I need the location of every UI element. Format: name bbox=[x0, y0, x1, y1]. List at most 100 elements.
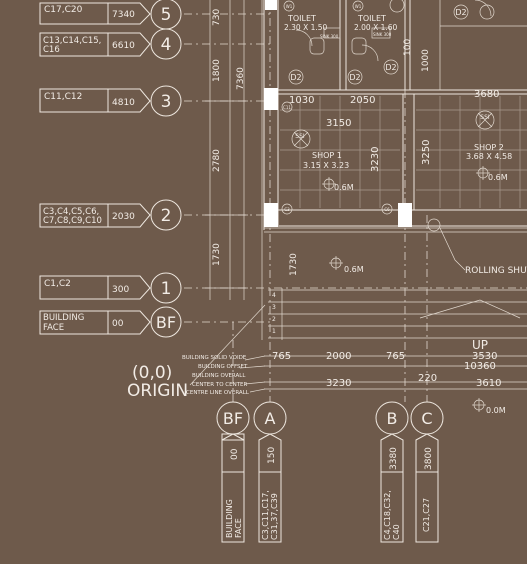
level-marker bbox=[476, 166, 490, 180]
bubble-label: 3 bbox=[161, 92, 172, 112]
bubble-label: 4 bbox=[161, 35, 172, 55]
svg-text:D2: D2 bbox=[290, 73, 301, 82]
dim-text: 3230 bbox=[326, 378, 351, 389]
grid-tag-5: C17,C20 7340 5 bbox=[39, 0, 182, 30]
bubble-label: C bbox=[421, 409, 432, 428]
grid-bubble bbox=[150, 306, 182, 338]
room-size: 2.00 X 1.60 bbox=[354, 23, 398, 32]
origin-leader bbox=[189, 304, 266, 386]
level-label: 0.6M bbox=[488, 173, 508, 182]
svg-text:D2: D2 bbox=[455, 8, 466, 17]
level-marker bbox=[329, 256, 343, 270]
grid-tag-2: C3,C4,C5,C6, 2030 2 bbox=[39, 199, 182, 231]
column-tag: C6 bbox=[381, 203, 393, 215]
sink-label: SINK 300 bbox=[373, 32, 392, 37]
column bbox=[264, 203, 278, 227]
level-label: 0.6M bbox=[334, 183, 354, 192]
origin-coords: (0,0) bbox=[132, 363, 172, 383]
stair-step-number: 4 bbox=[272, 292, 276, 299]
stair bbox=[268, 288, 527, 340]
door-tag: D2 bbox=[383, 59, 399, 75]
door-tag: D2 bbox=[453, 4, 469, 20]
grid-tag-4: C13,C14,C15, 6610 4 bbox=[39, 28, 182, 60]
grid-bubble bbox=[150, 199, 182, 231]
dim-text: 730 bbox=[212, 9, 222, 26]
grid-bubble bbox=[150, 85, 182, 117]
legend-note: BUILDING SOLID VOIDE bbox=[182, 355, 247, 361]
fan-fixture bbox=[475, 110, 495, 130]
fixture-tag: SSI bbox=[295, 133, 305, 140]
grid-tag-3: C11,C12 4810 3 bbox=[39, 85, 182, 117]
offset-label: 3380 bbox=[389, 447, 399, 470]
columns-label-2: FACE bbox=[234, 518, 243, 538]
dim-text: 220 bbox=[418, 373, 437, 384]
dim-text: 1730 bbox=[212, 243, 222, 266]
columns-label: C21,C27 bbox=[422, 498, 431, 532]
legend-leader bbox=[244, 381, 266, 385]
legend-leader bbox=[249, 388, 266, 393]
offset-label: 00 bbox=[112, 319, 124, 329]
column bbox=[398, 203, 412, 227]
window-tag: W1 bbox=[352, 0, 364, 12]
offset-label: 4810 bbox=[112, 98, 135, 108]
columns-label-2: C40 bbox=[392, 524, 401, 540]
dim-text: 3250 bbox=[421, 140, 432, 165]
room-size: 2.30 X 1.50 bbox=[284, 23, 328, 32]
grid-tag-bottom-bf: BF 00 BUILDING FACE bbox=[216, 322, 250, 543]
columns-label: C13,C14,C15, bbox=[43, 36, 101, 46]
offset-label: 00 bbox=[230, 448, 240, 460]
svg-text:D2: D2 bbox=[349, 73, 360, 82]
columns-label: C11,C12 bbox=[44, 92, 82, 102]
column bbox=[264, 88, 278, 110]
dim-text: 3680 bbox=[474, 89, 499, 100]
bubble-label: 5 bbox=[161, 5, 172, 25]
column-tag: C11 bbox=[281, 101, 293, 113]
dim-text: 3150 bbox=[326, 118, 351, 129]
bubble-label: A bbox=[265, 409, 276, 428]
wc-fixture bbox=[309, 37, 325, 55]
offset-label: 6610 bbox=[112, 41, 135, 51]
shutter-hinge bbox=[427, 218, 441, 232]
door-swing bbox=[295, 29, 313, 47]
svg-text:C3: C3 bbox=[284, 207, 290, 212]
columns-label: C17,C20 bbox=[44, 5, 83, 15]
offset-label: 150 bbox=[267, 447, 277, 464]
dim-text: 3610 bbox=[476, 378, 501, 389]
sink-label: SINK 300 bbox=[320, 34, 339, 39]
window-tag: W1 bbox=[283, 0, 295, 12]
fan-fixture bbox=[291, 129, 311, 149]
dim-text: 3230 bbox=[370, 147, 381, 172]
columns-label-2: C7,C8,C9,C10 bbox=[43, 216, 102, 226]
door-swing bbox=[361, 44, 379, 62]
columns-label: C3,C4,C5,C6, bbox=[43, 207, 99, 217]
room-name: SHOP 2 bbox=[474, 143, 504, 152]
columns-label: BUILDING bbox=[43, 313, 84, 323]
room-size: 3.68 X 4.58 bbox=[466, 152, 512, 161]
offset-label: 300 bbox=[112, 285, 129, 295]
door-swing bbox=[474, 0, 492, 17]
svg-text:W1: W1 bbox=[355, 4, 362, 9]
columns-label: C4,C18,C32, bbox=[383, 490, 392, 540]
leader-line bbox=[439, 227, 466, 271]
room-size: 3.15 X 3.23 bbox=[303, 161, 349, 170]
bubble-label: B bbox=[387, 409, 398, 428]
dim-text: 1030 bbox=[289, 95, 314, 106]
level-marker bbox=[472, 398, 486, 412]
room-name: SHOP 1 bbox=[312, 151, 342, 160]
bubble-label: BF bbox=[223, 409, 243, 428]
level-label: 0.0M bbox=[486, 406, 506, 415]
stair-step-number: 3 bbox=[272, 304, 276, 311]
column-tag: C3 bbox=[281, 203, 293, 215]
grid-tag-bottom-b: B 3380 C4,C18,C32, C40 bbox=[375, 401, 409, 543]
columns-label: BUILDING bbox=[225, 499, 234, 538]
level-label: 0.6M bbox=[344, 265, 364, 274]
dim-text: 765 bbox=[386, 351, 405, 362]
stair-step-number: 1 bbox=[272, 328, 276, 335]
stair-up-label: UP bbox=[472, 338, 488, 352]
legend-note: CENTRE LINE OVERALL bbox=[186, 390, 250, 396]
door-tag: D2 bbox=[347, 69, 363, 85]
svg-text:C6: C6 bbox=[384, 207, 390, 212]
level-marker bbox=[322, 177, 336, 191]
